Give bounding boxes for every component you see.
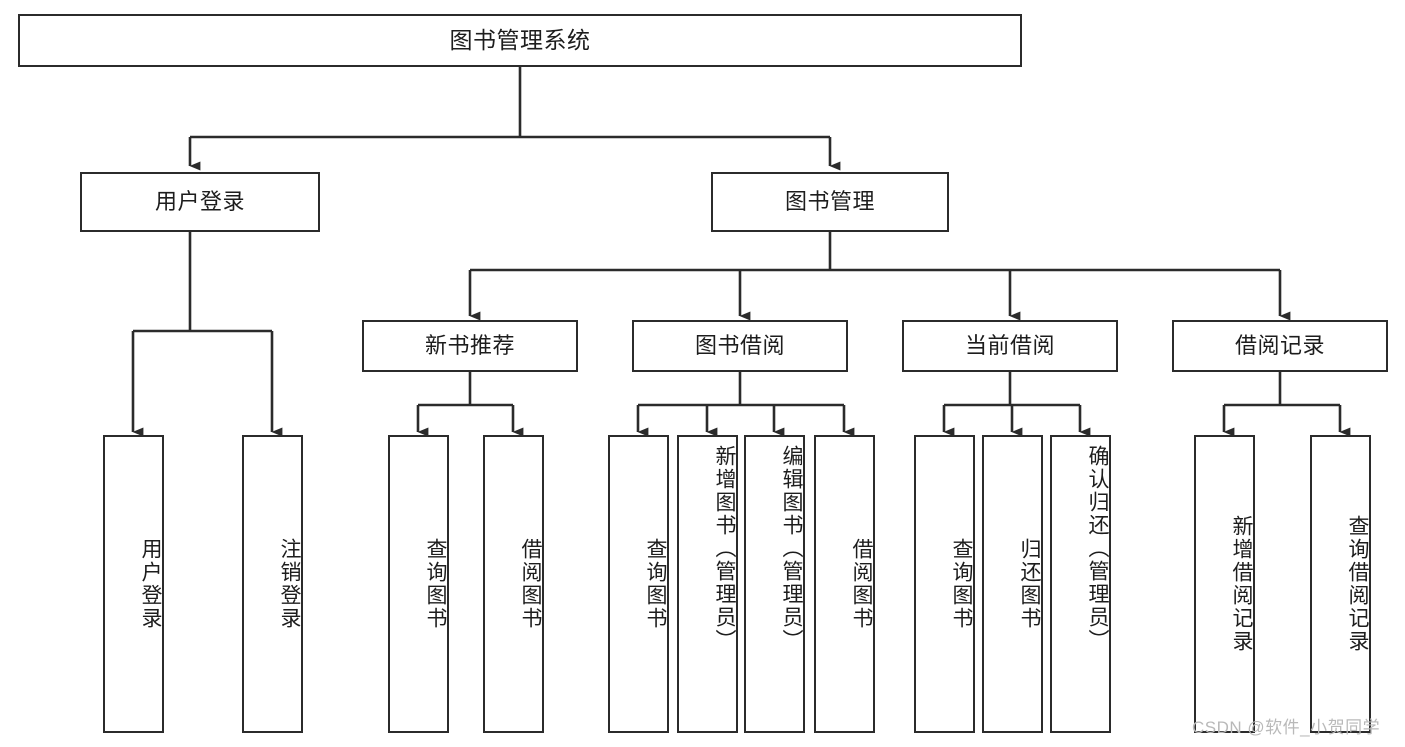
leaf-edit-book-admin[interactable]: 编辑图书（管理员） — [744, 435, 805, 733]
node-label: 借阅图书 — [519, 538, 542, 630]
node-label: 归还图书 — [1018, 538, 1041, 630]
node-label: 借阅图书 — [850, 538, 873, 630]
leaf-return-book[interactable]: 归还图书 — [982, 435, 1043, 733]
node-label: 查询借阅记录 — [1346, 515, 1369, 653]
node-label: 查询图书 — [644, 538, 667, 630]
leaf-confirm-return-admin[interactable]: 确认归还（管理员） — [1050, 435, 1111, 733]
leaf-user-login[interactable]: 用户登录 — [103, 435, 164, 733]
node-label: 编辑图书（管理员） — [780, 445, 803, 652]
csdn-watermark: CSDN @软件_小贺同学 — [1192, 718, 1381, 737]
leaf-borrow-book[interactable]: 借阅图书 — [814, 435, 875, 733]
node-label: 图书管理 — [784, 188, 875, 214]
node-book-management[interactable]: 图书管理 — [711, 172, 949, 232]
leaf-borrow-book-recommend[interactable]: 借阅图书 — [483, 435, 544, 733]
node-label: 图书借阅 — [694, 332, 785, 358]
node-new-book-recommend[interactable]: 新书推荐 — [362, 320, 578, 372]
node-label: 新增借阅记录 — [1230, 515, 1253, 653]
node-label: 新增图书（管理员） — [713, 445, 736, 652]
node-label: 新书推荐 — [424, 332, 515, 358]
node-label: 注销登录 — [278, 538, 301, 630]
node-book-borrow[interactable]: 图书借阅 — [632, 320, 848, 372]
node-root-book-management-system[interactable]: 图书管理系统 — [18, 14, 1022, 67]
leaf-logout-login[interactable]: 注销登录 — [242, 435, 303, 733]
leaf-query-book-current[interactable]: 查询图书 — [914, 435, 975, 733]
node-user-login[interactable]: 用户登录 — [80, 172, 320, 232]
node-label: 用户登录 — [139, 538, 162, 630]
leaf-query-borrow-record[interactable]: 查询借阅记录 — [1310, 435, 1371, 733]
leaf-add-borrow-record[interactable]: 新增借阅记录 — [1194, 435, 1255, 733]
node-borrow-record[interactable]: 借阅记录 — [1172, 320, 1388, 372]
node-label: 确认归还（管理员） — [1086, 445, 1109, 652]
leaf-query-book-recommend[interactable]: 查询图书 — [388, 435, 449, 733]
node-label: 用户登录 — [154, 188, 245, 214]
node-label: 借阅记录 — [1234, 332, 1325, 358]
node-current-borrow[interactable]: 当前借阅 — [902, 320, 1118, 372]
node-label: 当前借阅 — [964, 332, 1055, 358]
leaf-add-book-admin[interactable]: 新增图书（管理员） — [677, 435, 738, 733]
node-label: 查询图书 — [950, 538, 973, 630]
node-label: 图书管理系统 — [449, 26, 591, 53]
node-label: 查询图书 — [424, 538, 447, 630]
leaf-query-book-borrow[interactable]: 查询图书 — [608, 435, 669, 733]
